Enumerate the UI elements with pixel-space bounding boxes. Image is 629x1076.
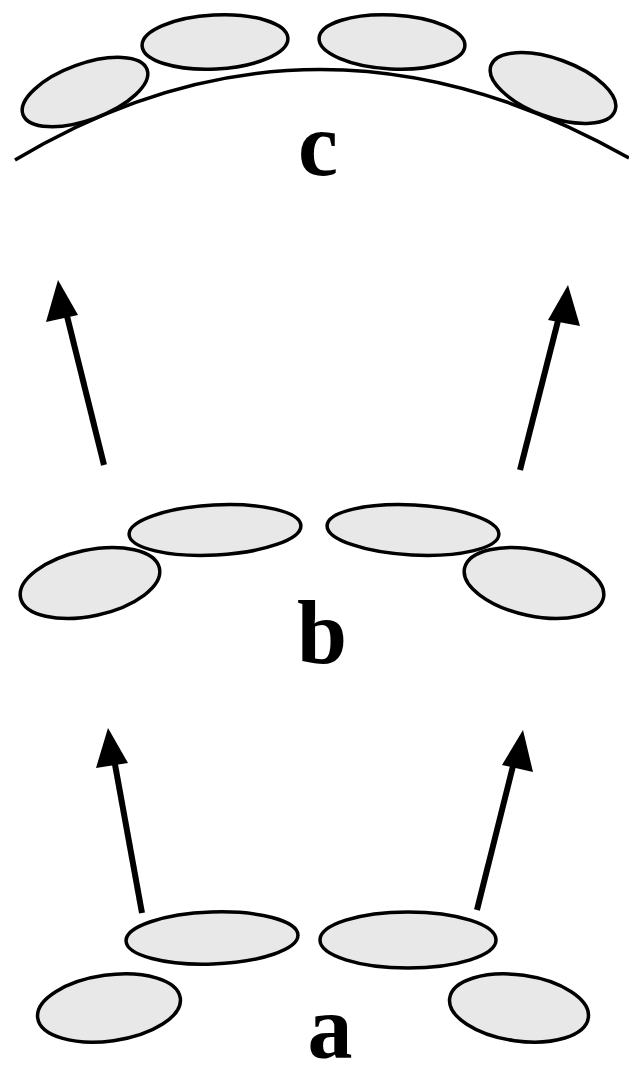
stage-label: c xyxy=(298,100,338,190)
cell xyxy=(481,38,625,138)
arrow xyxy=(63,300,104,465)
cell xyxy=(14,536,167,630)
cell xyxy=(458,536,611,630)
cell xyxy=(33,965,185,1050)
stage-label: b xyxy=(297,588,347,678)
arrowhead xyxy=(46,280,78,322)
arrowhead xyxy=(96,728,128,768)
cell xyxy=(128,501,302,560)
arrowhead xyxy=(548,285,580,326)
cell xyxy=(318,11,467,73)
arrow xyxy=(520,305,562,470)
cell xyxy=(326,501,500,560)
cell xyxy=(13,43,156,141)
cell xyxy=(320,912,496,968)
stage-label: a xyxy=(308,983,353,1073)
arrow xyxy=(477,750,517,910)
arrowhead xyxy=(502,730,533,772)
arrow xyxy=(112,748,142,913)
cell xyxy=(141,11,290,73)
cell xyxy=(125,909,299,967)
cell xyxy=(445,966,593,1051)
